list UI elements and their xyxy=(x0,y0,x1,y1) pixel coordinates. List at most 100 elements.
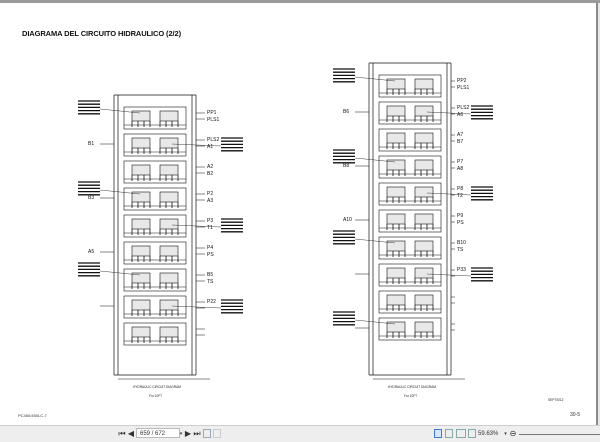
pdf-toolbar: ⏮ ◀ 659 / 672 ▾ ▶ ⏭ 59.63% ▾ ⊖ xyxy=(0,425,600,442)
port-label: P22 xyxy=(207,299,216,305)
port-label: P3 xyxy=(207,218,213,224)
previous-page-button[interactable]: ◀ xyxy=(127,429,135,438)
schematic-line xyxy=(99,270,141,276)
port-label: PLS1 xyxy=(207,117,219,123)
schematic-line xyxy=(426,192,472,196)
zoom-out-button[interactable]: ⊖ xyxy=(509,429,517,438)
valve-block xyxy=(378,317,442,341)
single-page-view-icon[interactable] xyxy=(434,429,442,438)
diagram-caption: HYDRAULIC CIRCUIT DIAGRAM xyxy=(388,385,436,389)
page-title: DIAGRAMA DEL CIRCUITO HIDRAULICO (2/2) xyxy=(22,29,181,38)
port-label: P2 xyxy=(207,191,213,197)
valve-block xyxy=(414,213,434,225)
valve-block xyxy=(123,268,187,292)
port-label: P8 xyxy=(457,186,463,192)
valve-block xyxy=(131,164,151,176)
port-label: A6 xyxy=(457,112,463,118)
schematic-line xyxy=(171,305,222,309)
diagram-subcaption: For 10FT xyxy=(404,394,417,398)
continuous-view-icon[interactable] xyxy=(445,429,453,438)
port-label: P33 xyxy=(457,267,466,273)
footer-model: PC450/450LC-7 xyxy=(18,413,47,418)
port-label: PS xyxy=(457,220,464,226)
cover-view-icon[interactable] xyxy=(468,429,476,438)
zoom-dropdown-icon[interactable]: ▾ xyxy=(504,431,507,437)
hydraulic-circuit-diagram: PP1PLS1PLS2A1B1A2B2P2A3B3P3T1P4PSA5B5TSP… xyxy=(78,62,564,402)
schematic-line xyxy=(171,143,222,147)
last-page-button[interactable]: ⏭ xyxy=(193,429,201,438)
valve-block xyxy=(414,240,434,252)
valve-block xyxy=(378,290,442,314)
port-label: P9 xyxy=(457,213,463,219)
valve-block xyxy=(378,128,442,152)
valve-block xyxy=(386,294,406,306)
port-label: PLS1 xyxy=(457,85,469,91)
valve-block xyxy=(131,245,151,257)
next-view-icon[interactable] xyxy=(213,429,221,438)
port-label: PP1 xyxy=(207,110,217,116)
facing-view-icon[interactable] xyxy=(456,429,466,438)
diagram-subcaption: For 10FT xyxy=(149,394,162,398)
valve-block xyxy=(123,295,187,319)
schematic-line xyxy=(171,224,222,228)
valve-block xyxy=(123,241,187,265)
port-label: T1 xyxy=(207,225,213,231)
port-label: PS xyxy=(207,252,214,258)
footer-page-number: 30-5 xyxy=(570,412,581,418)
valve-block xyxy=(386,78,406,90)
port-label: A7 xyxy=(457,132,463,138)
schematic-line xyxy=(99,108,141,114)
port-label: A5 xyxy=(88,249,94,255)
valve-block xyxy=(123,133,187,157)
valve-block xyxy=(159,164,179,176)
valve-block xyxy=(386,105,406,117)
port-label: A10 xyxy=(343,217,352,223)
valve-block xyxy=(131,218,151,230)
valve-block xyxy=(159,110,179,122)
valve-block xyxy=(414,294,434,306)
zoom-slider[interactable] xyxy=(519,434,600,435)
valve-block xyxy=(414,186,434,198)
page-number-input[interactable]: 659 / 672 xyxy=(136,428,180,438)
port-label: B2 xyxy=(207,171,213,177)
valve-block xyxy=(414,321,434,333)
valve-block xyxy=(159,299,179,311)
valve-block xyxy=(378,209,442,233)
valve-block xyxy=(123,106,187,130)
schematic-line xyxy=(354,76,396,82)
pdf-page: DIAGRAMA DEL CIRCUITO HIDRAULICO (2/2) P… xyxy=(0,3,598,425)
valve-block xyxy=(414,105,434,117)
zoom-level[interactable]: 59.63% xyxy=(478,431,499,437)
port-label: TS xyxy=(457,247,464,253)
port-label: PLS2 xyxy=(457,105,469,111)
valve-block xyxy=(386,240,406,252)
valve-block xyxy=(159,326,179,338)
port-label: PLS2 xyxy=(207,137,219,143)
window-top-border xyxy=(0,0,600,3)
port-label: P4 xyxy=(207,245,213,251)
first-page-button[interactable]: ⏮ xyxy=(118,429,126,438)
port-label: P7 xyxy=(457,159,463,165)
diagram-caption: HYDRAULIC CIRCUIT DIAGRAM xyxy=(133,385,181,389)
port-label: A2 xyxy=(207,164,213,170)
valve-block xyxy=(131,326,151,338)
page-dropdown-icon[interactable]: ▾ xyxy=(179,431,183,437)
previous-view-icon[interactable] xyxy=(203,429,211,438)
valve-block xyxy=(414,78,434,90)
valve-block xyxy=(131,110,151,122)
valve-block xyxy=(386,267,406,279)
port-label: PP2 xyxy=(457,78,467,84)
valve-block xyxy=(386,213,406,225)
valve-block xyxy=(123,160,187,184)
next-page-button[interactable]: ▶ xyxy=(184,429,192,438)
diagram-reference: SEPT0012 xyxy=(548,398,564,402)
port-label: B10 xyxy=(457,240,466,246)
valve-block xyxy=(386,132,406,144)
port-label: A3 xyxy=(207,198,213,204)
port-label: B5 xyxy=(207,272,213,278)
valve-block xyxy=(378,263,442,287)
valve-block xyxy=(131,272,151,284)
valve-block xyxy=(378,182,442,206)
valve-block xyxy=(159,272,179,284)
valve-block xyxy=(414,267,434,279)
